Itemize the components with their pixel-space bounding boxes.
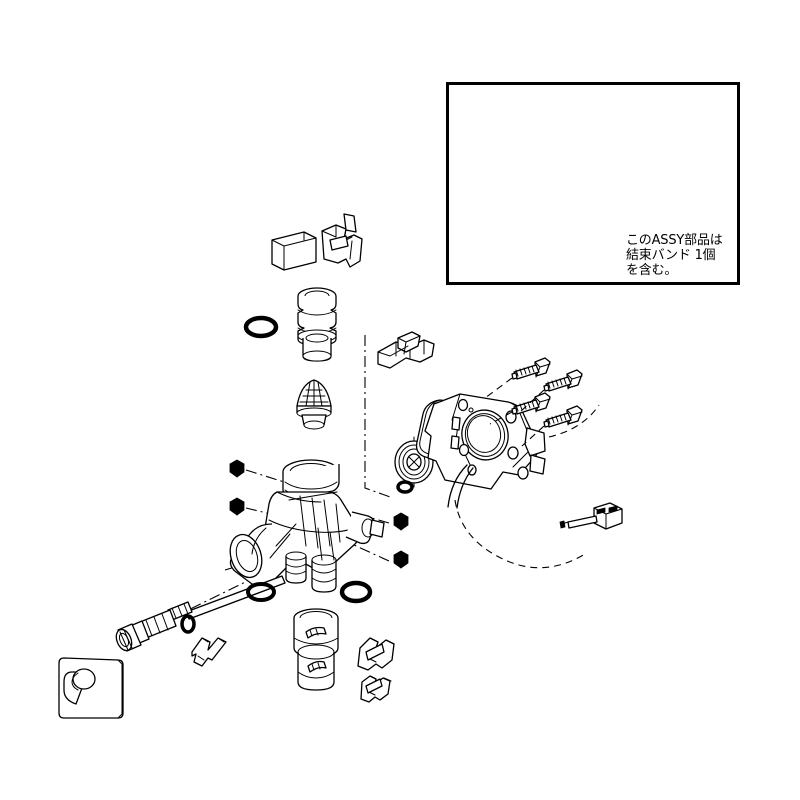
assy-note-box [446, 82, 740, 285]
part-flange-bolt-3 [511, 392, 551, 415]
part-hex-bolt-right-lower [393, 550, 409, 569]
leader-harness-arc [454, 499, 586, 569]
part-wire-harness-connector [559, 502, 623, 530]
part-mounting-bracket-plate [58, 657, 124, 719]
part-hex-bolt-right-upper [393, 512, 409, 531]
leader-flange-bolts [484, 377, 545, 447]
part-o-ring-shaft [180, 614, 196, 634]
part-rubber-boot-bellows [297, 287, 337, 362]
part-flange-bolt-2 [543, 369, 583, 392]
part-o-ring-pulley [396, 480, 414, 494]
part-retainer-clip-rectangular [271, 231, 317, 271]
part-intake-flange-assembly [415, 393, 546, 509]
part-hex-bolt-left-lower [229, 497, 245, 516]
part-flange-bolt-1 [511, 357, 551, 380]
part-throttle-body-main [229, 459, 385, 593]
part-sensor-bracket-clip [377, 331, 435, 369]
part-o-ring-lower-right [339, 580, 373, 604]
part-retaining-fork-clip [191, 637, 227, 667]
assy-note-text: このASSY部品は 結束バンド 1個 を含む。 [626, 233, 723, 278]
part-flange-bolt-4 [543, 405, 583, 428]
leader-inset-to-flange [548, 404, 600, 438]
part-conical-filter-nozzle [296, 379, 332, 430]
part-o-ring-lower-left [246, 582, 276, 602]
part-hex-bolt-left-upper [229, 459, 245, 478]
part-injector-body-lower [293, 608, 339, 691]
part-spring-clip-upper [321, 213, 363, 268]
part-clip-lower-lower [360, 675, 392, 703]
leader-vertical-center [364, 335, 394, 499]
part-clip-lower-upper [357, 637, 395, 671]
part-o-ring-small-upper [243, 315, 279, 339]
part-shaft-rod-connector [115, 575, 286, 652]
